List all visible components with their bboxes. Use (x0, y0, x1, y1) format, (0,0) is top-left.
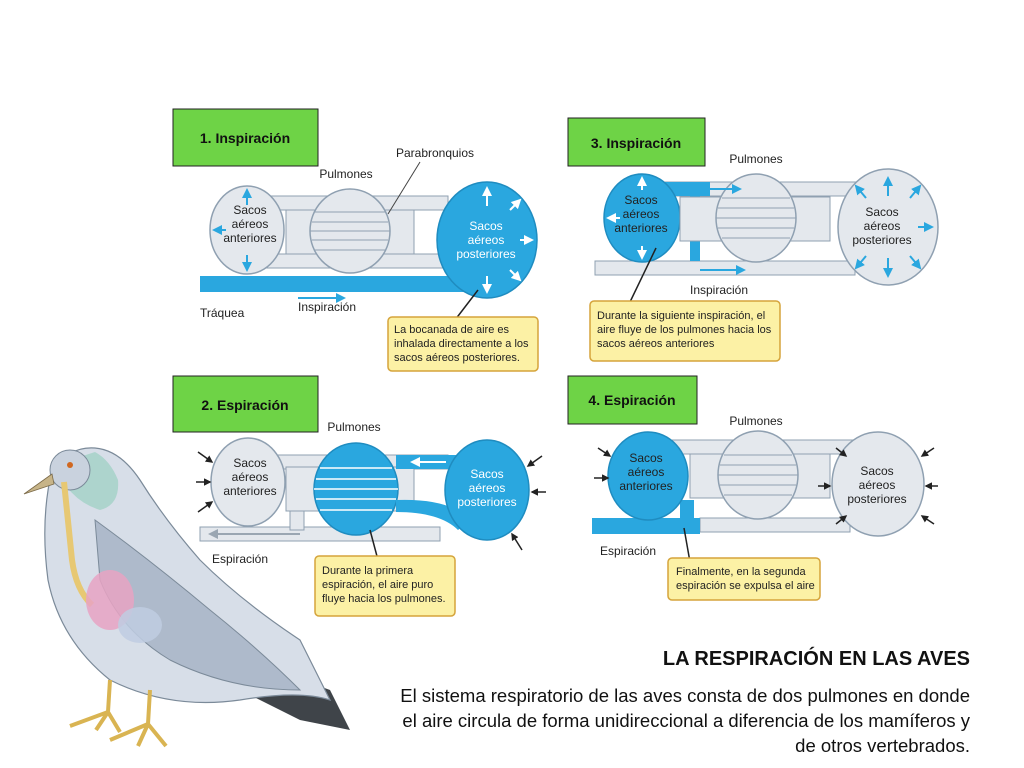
panel-1-anterior-label-3: anteriores (223, 231, 276, 245)
panel-2-lungs-label: Pulmones (327, 420, 380, 434)
pigeon-beak (23, 473, 55, 495)
panel-1-posterior-label-3: posteriores (456, 247, 515, 261)
panel-2-anterior-label-1: Sacos (233, 456, 266, 470)
panel-3-anterior-label-2: aéreos (623, 207, 660, 221)
panel-2-blue-bronchus (396, 499, 470, 530)
panel-1-step-label: 1. Inspiración (200, 130, 290, 146)
panel-4-flow-label: Espiración (600, 544, 656, 558)
pigeon-leg-left (69, 679, 122, 734)
pigeon-illustration (23, 447, 350, 748)
panel-1-anterior-label-2: aéreos (232, 217, 269, 231)
pigeon-head (49, 449, 91, 491)
panel-1-note-pointer (454, 289, 479, 321)
panel-4-anterior-label-3: anteriores (619, 479, 672, 493)
panel-1-posterior-sac (436, 181, 538, 299)
panel-1-posterior-label-2: aéreos (468, 233, 505, 247)
slide-description: El sistema respiratorio de las aves cons… (400, 685, 970, 756)
panel-2-posterior-label-3: posteriores (457, 495, 516, 509)
panel-4-step-label: 4. Espiración (588, 392, 675, 408)
panel-3-posterior-label-1: Sacos (865, 205, 898, 219)
panel-2-anterior-label-3: anteriores (223, 484, 276, 498)
panel-4-step-label-box (567, 375, 698, 425)
panel-4-posterior-label-2: aéreos (859, 478, 896, 492)
pigeon-trachea (61, 481, 95, 608)
panel-1-flow-label: Inspiración (298, 300, 356, 314)
panel-4-lower-tube (699, 517, 851, 533)
panel-1-lungs-label: Pulmones (319, 167, 372, 181)
panel-4-note-pointer (683, 527, 691, 563)
panel-3-flow-label: Inspiración (690, 283, 748, 297)
panel-1-anterior-label-1: Sacos (233, 203, 266, 217)
panel-4-note-line-2: espiración se expulsa el aire (676, 580, 815, 592)
panel-3-lower-tube (594, 260, 856, 276)
panel-3-note-line-3: sacos aéreos anteriores (597, 338, 715, 350)
panel-1-trachea-tube (200, 276, 470, 292)
panel-4-note-box (667, 557, 821, 601)
panel-4-posterior-label-3: posteriores (847, 492, 906, 506)
panel-1-note-box (387, 316, 539, 372)
pigeon-leg-right (109, 689, 168, 748)
panel-2-note-box (314, 555, 456, 617)
pigeon-body (44, 447, 332, 704)
panel-4-anterior-label-2: aéreos (628, 465, 665, 479)
panel-3-note-box (589, 300, 781, 362)
panel-3-step-label-box (567, 117, 706, 167)
panel-1-inspiration: 1. Inspiración Sacos aéreos anteriores P… (172, 108, 539, 372)
panel-1-note-line-3: sacos aéreos posteriores. (394, 352, 520, 364)
panel-3-anterior-label-1: Sacos (624, 193, 657, 207)
panel-3-lungs-label: Pulmones (729, 152, 782, 166)
panel-2-step-label-box (172, 375, 319, 433)
panel-2-posterior-sac (444, 439, 530, 541)
panel-1-anterior-sac (209, 185, 285, 275)
pigeon-air-sacs (118, 607, 162, 643)
panel-1-note-line-1: La bocanada de aire es (394, 324, 509, 336)
panel-3-anterior-label-3: anteriores (614, 221, 667, 235)
panel-1-posterior-label-1: Sacos (469, 219, 502, 233)
panel-2-note-line-2: espiración, el aire puro (322, 579, 433, 591)
panel-1-parabronchi-label: Parabronquios (396, 146, 474, 160)
panel-2-posterior-label-1: Sacos (470, 467, 503, 481)
panel-2-expiration: 2. Espiración Sacos aéreos anteriores Pu… (172, 375, 546, 617)
panel-2-note-pointer (369, 529, 379, 561)
panel-1-step-label-box (172, 108, 319, 167)
panel-3-note-line-1: Durante la siguiente inspiración, el (597, 310, 765, 322)
panel-3-inspiration: 3. Inspiración Sacos aéreos anteriores P… (567, 117, 939, 362)
panel-3-note-pointer (629, 247, 657, 303)
panel-1-note-line-2: inhalada directamente a los (394, 338, 529, 350)
panel-3-step-label: 3. Inspiración (591, 135, 681, 151)
panel-1-parabronchi-pointer (387, 161, 421, 215)
panel-4-posterior-sac (831, 431, 925, 537)
panel-2-posterior-label-2: aéreos (469, 481, 506, 495)
panel-3-posterior-sac (837, 168, 939, 286)
panel-4-posterior-label-1: Sacos (860, 464, 893, 478)
panel-4-blue-elbow (680, 500, 694, 534)
panel-4-anterior-label-1: Sacos (629, 451, 662, 465)
panel-4-blue-outlet (592, 518, 700, 534)
panel-4-lungs-label: Pulmones (729, 414, 782, 428)
panel-3-posterior-label-2: aéreos (864, 219, 901, 233)
panel-2-step-label: 2. Espiración (201, 397, 288, 413)
panel-2-note-line-1: Durante la primera (322, 565, 414, 577)
panel-2-flow-label: Espiración (212, 552, 268, 566)
panel-4-note-line-1: Finalmente, en la segunda (676, 566, 807, 578)
panel-2-lower-tube (199, 526, 441, 542)
panel-3-posterior-label-3: posteriores (852, 233, 911, 247)
panel-1-trachea-label: Tráquea (200, 306, 245, 320)
panel-3-note-line-2: aire fluye de los pulmones hacia los (597, 324, 772, 336)
panel-2-anterior-label-2: aéreos (232, 470, 269, 484)
panel-2-note-line-3: fluye hacia los pulmones. (322, 593, 446, 605)
pigeon-eye (67, 462, 73, 468)
slide-title: LA RESPIRACIÓN EN LAS AVES (662, 648, 970, 670)
panel-4-expiration: 4. Espiración Sacos aéreos anteriores Pu… (567, 375, 938, 601)
